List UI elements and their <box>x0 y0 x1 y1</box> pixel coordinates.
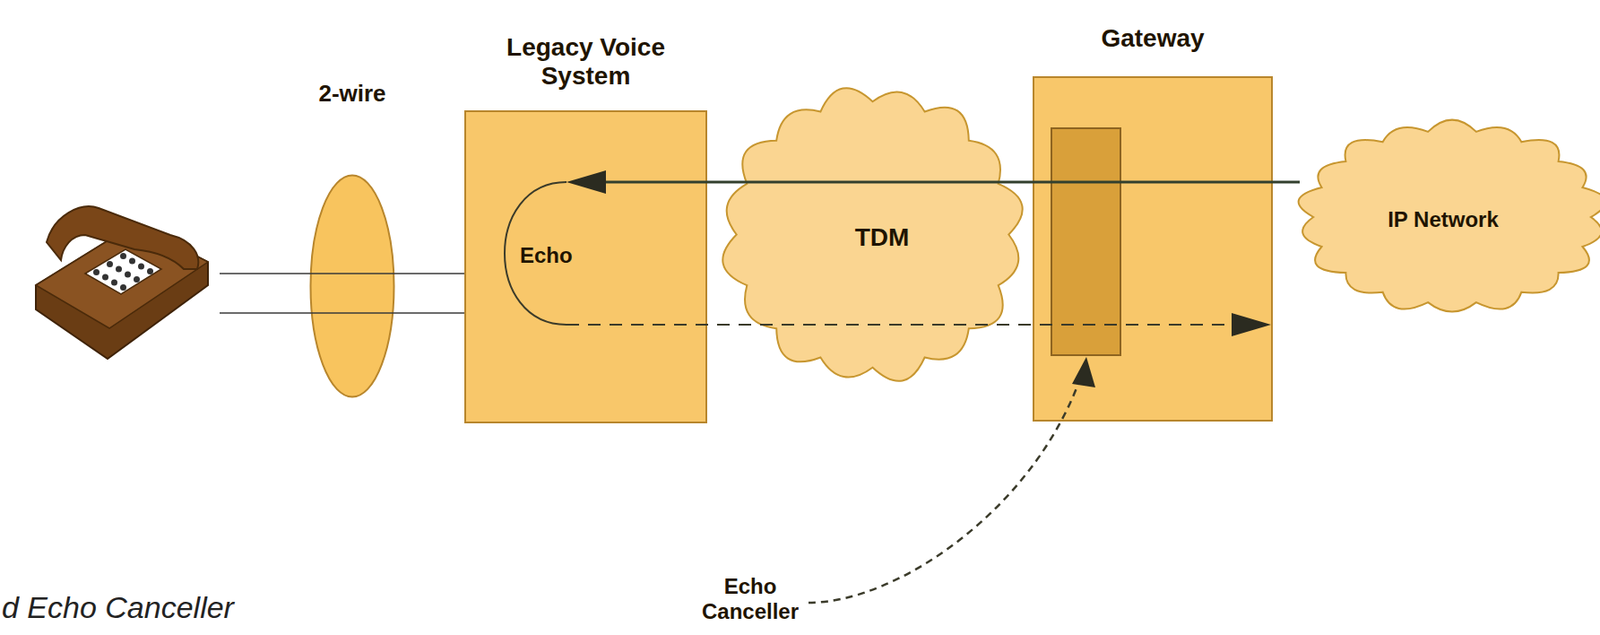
voice-signal-path <box>566 170 1300 194</box>
system-heading: Legacy Voice System <box>478 33 694 91</box>
gateway-heading: Gateway <box>1100 24 1204 53</box>
connector-line <box>602 181 1300 184</box>
callout-holder: Echo Canceller <box>687 573 813 623</box>
ellipse-shape <box>311 175 395 398</box>
two-wire-label: 2-wire <box>318 80 386 108</box>
phone-keypad <box>85 249 162 295</box>
two-wire-pair <box>219 273 465 313</box>
ellipse-outline <box>309 173 396 398</box>
tdm-cloud: TDM <box>714 76 1031 393</box>
dashed-echo-path <box>566 312 1272 337</box>
caption-holder: d Echo Canceller <box>1 589 234 625</box>
arrowhead <box>566 170 606 194</box>
echo-canceller-module <box>1050 127 1122 356</box>
connector-line <box>566 323 1236 326</box>
text-holder: Gateway <box>1100 24 1204 53</box>
cloud-shape <box>1298 120 1600 312</box>
callout-label: Echo Canceller <box>687 573 813 623</box>
echo-label: Echo <box>519 242 573 269</box>
cloud-label: IP Network <box>1387 207 1499 233</box>
text-holder: 2-wire <box>318 80 386 108</box>
gateway-box: Gateway <box>1032 76 1273 422</box>
echo-canceller-leader <box>808 380 1080 603</box>
leader-arrowhead <box>1072 356 1096 388</box>
legacy-system-box: Legacy Voice SystemEcho <box>464 110 708 424</box>
arrowhead <box>1231 312 1272 337</box>
ip-network-cloud: IP Network <box>1290 113 1600 320</box>
text-holder: Legacy Voice System <box>478 33 694 91</box>
keypad-keys <box>93 252 154 291</box>
cloud-label: TDM <box>855 223 910 252</box>
text-holder: TDM <box>855 223 910 252</box>
echo-loop <box>504 181 567 325</box>
figure-caption: d Echo Canceller <box>1 589 234 625</box>
telephone-illustration <box>35 206 208 359</box>
cloud-shape <box>722 87 1022 381</box>
text-holder: IP Network <box>1387 207 1499 233</box>
two-wire-ellipse: 2-wire <box>309 173 396 398</box>
text-holder: Echo <box>519 242 573 269</box>
